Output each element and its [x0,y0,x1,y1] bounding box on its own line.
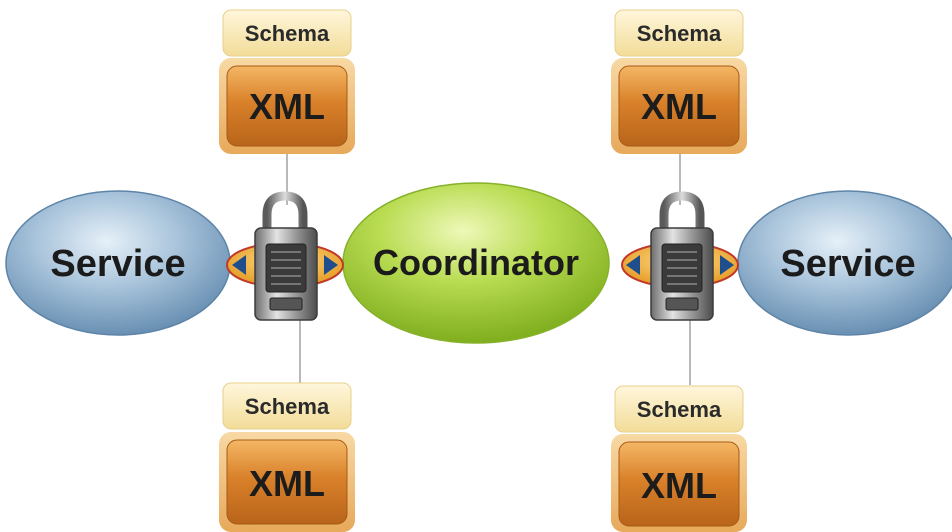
schema-label-box [222,382,352,430]
schema-label-box [614,9,744,57]
xml-box [618,65,740,147]
xml-box [226,65,348,147]
service-node-left: Service [5,190,231,336]
padlock-icon [254,191,318,321]
xml-label: XML [249,463,325,504]
schema-label-box [222,9,352,57]
service-label: Service [50,243,185,285]
schema-label: Schema [245,21,330,46]
xml-label: XML [249,86,325,127]
schema-label: Schema [245,394,330,419]
xml-label: XML [641,465,717,506]
coordinator-label: Coordinator [373,242,579,283]
padlock-icon [650,191,714,321]
xml-box [618,441,740,527]
service-label: Service [780,243,915,285]
stack-top-right: Schema XML [611,9,747,154]
schema-label-box [614,385,744,433]
stack-top-left: Schema XML [219,9,355,154]
service-node-right: Service [737,190,952,336]
coordinator-node: Coordinator [342,182,610,344]
xml-box [226,439,348,525]
xml-label: XML [641,86,717,127]
stack-bottom-right: Schema XML [611,385,747,532]
security-gateway-right [621,191,739,321]
stack-bottom-left: Schema XML [219,382,355,532]
security-gateway-left [226,191,344,321]
schema-label: Schema [637,397,722,422]
schema-label: Schema [637,21,722,46]
